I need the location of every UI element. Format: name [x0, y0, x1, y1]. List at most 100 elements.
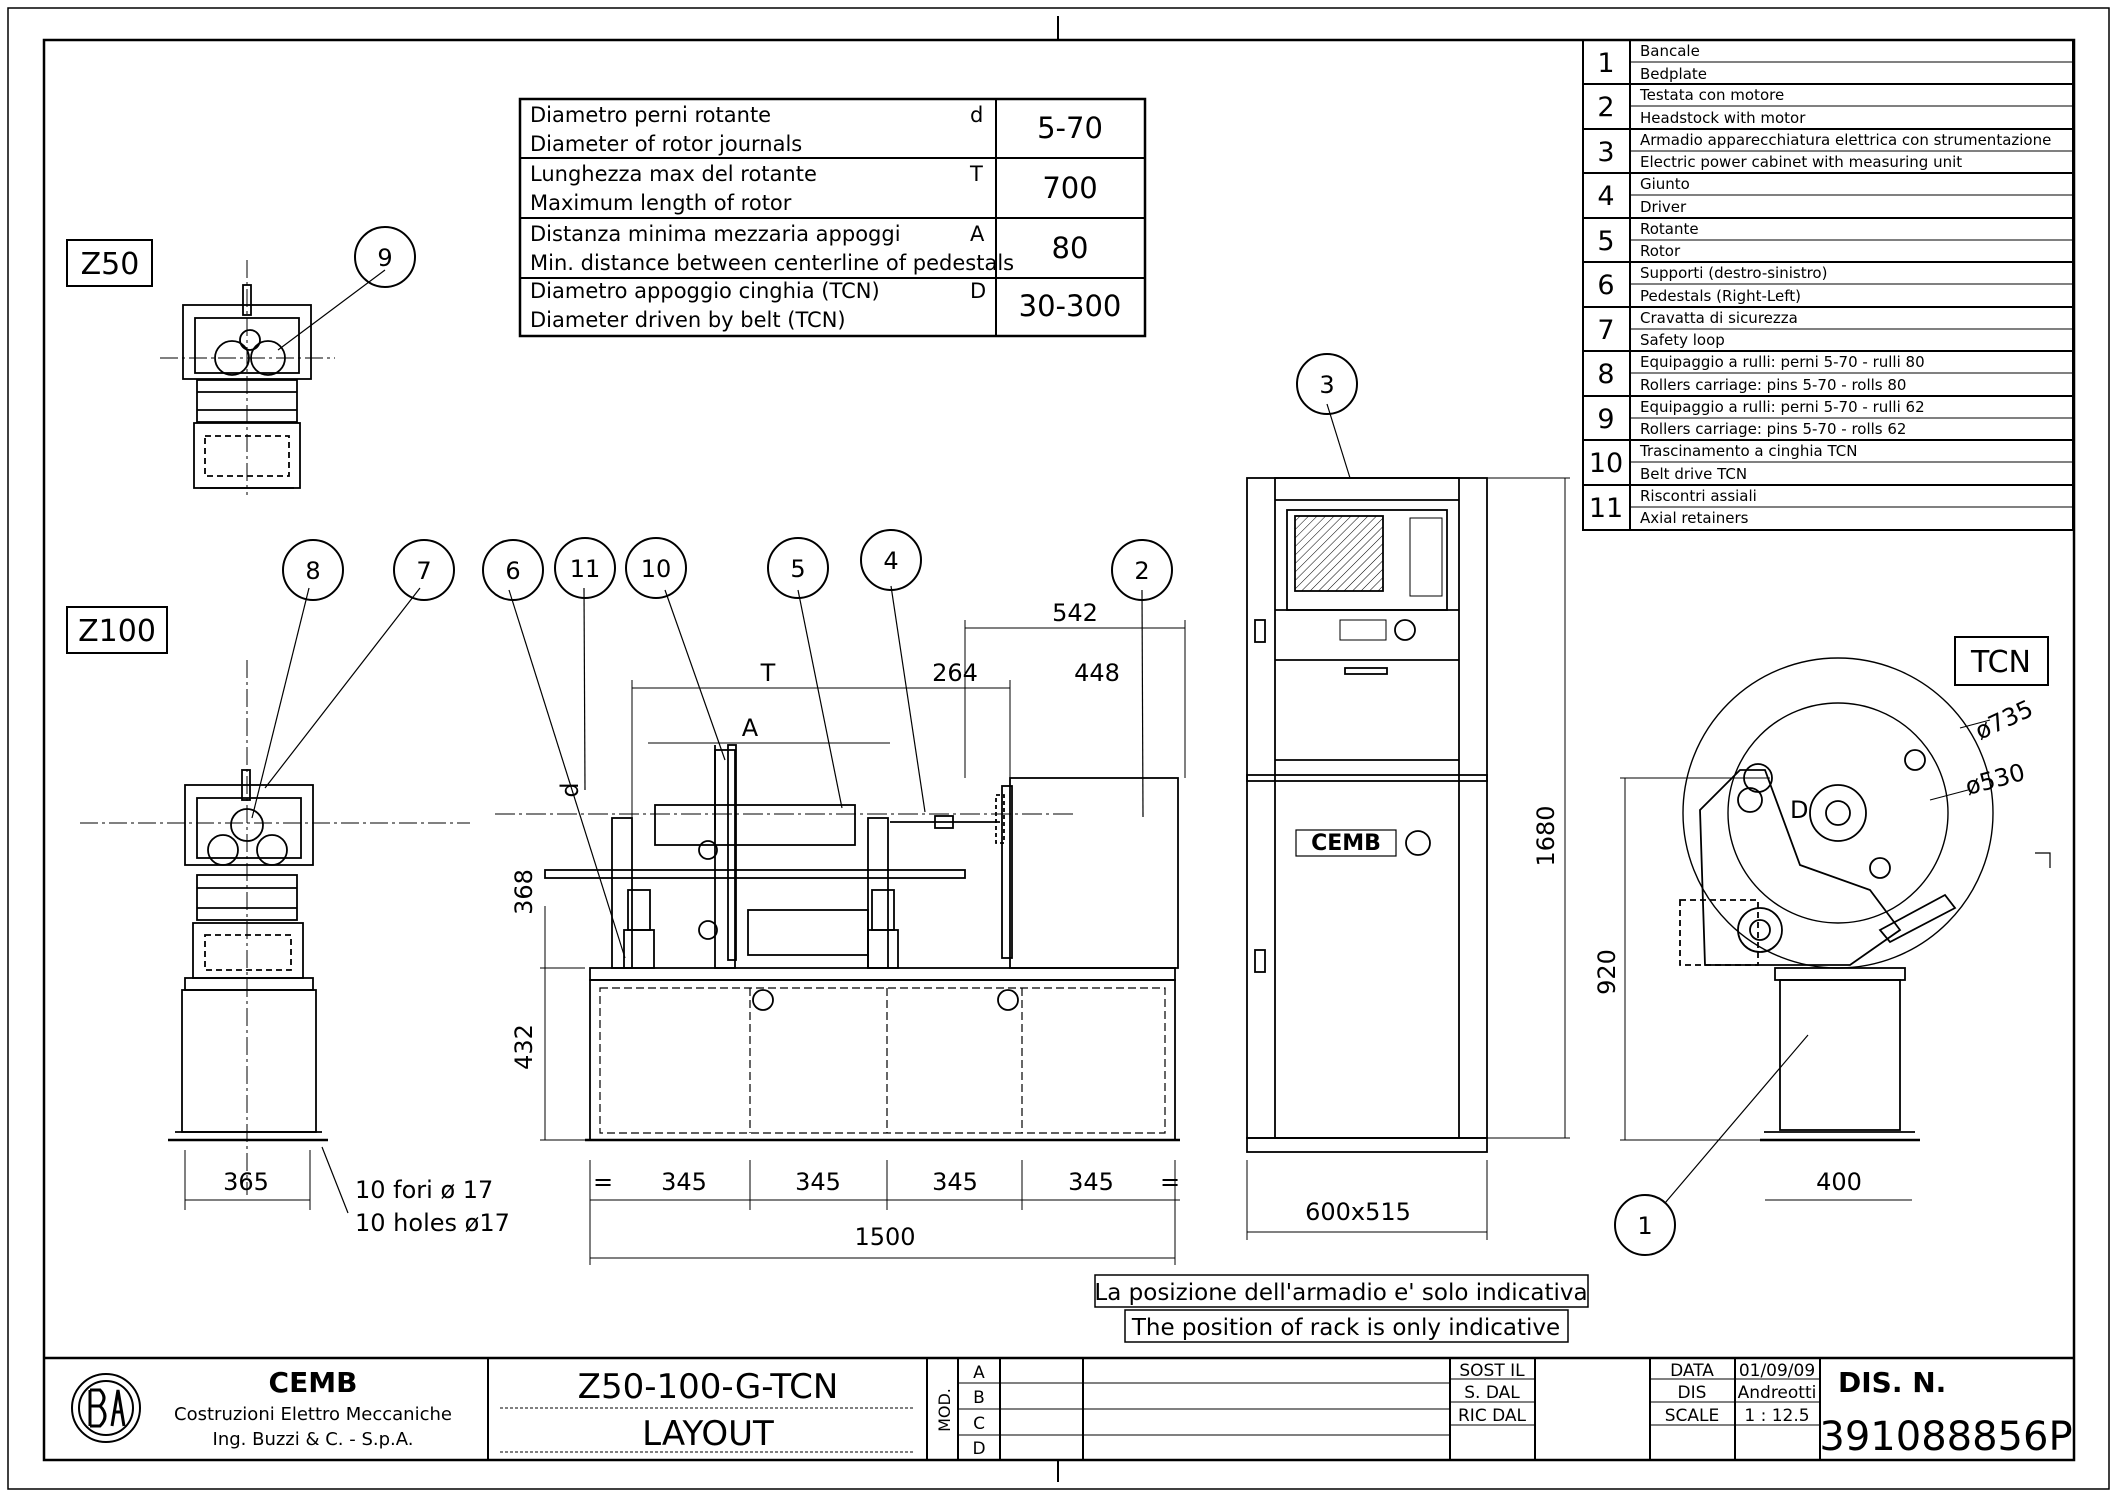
- legend-en-4: Driver: [1640, 198, 1687, 216]
- callout-10: 10: [641, 555, 672, 583]
- legend-num-5: 5: [1597, 226, 1614, 257]
- callout-8: 8: [305, 557, 320, 585]
- callout-leaders: [251, 269, 1809, 1214]
- legend-it-3: Armadio apparecchiatura elettrica con st…: [1640, 131, 2051, 149]
- spec-row3-value: 80: [1052, 231, 1089, 265]
- legend-en-8: Rollers carriage: pins 5-70 - rolls 80: [1640, 376, 1906, 394]
- view-labels: Z50 Z100 TCN: [66, 239, 2049, 686]
- spec-row1-it: Diametro perni rotante: [530, 103, 771, 127]
- legend-num-8: 8: [1597, 359, 1614, 390]
- legend-it-8: Equipaggio a rulli: perni 5-70 - rulli 8…: [1640, 353, 1925, 371]
- dim-345-4: 345: [1068, 1168, 1114, 1196]
- rev-d: D: [972, 1439, 985, 1459]
- z50-view: [160, 260, 335, 495]
- legend-it-11: Riscontri assiali: [1640, 487, 1757, 505]
- dim-920: 920: [1593, 949, 1621, 995]
- dis-n-label: DIS. N.: [1838, 1366, 1946, 1399]
- dim-368: 368: [510, 869, 538, 915]
- callout-1: 1: [1637, 1212, 1652, 1240]
- callout-3: 3: [1319, 371, 1334, 399]
- dim-D: D: [1790, 796, 1808, 824]
- legend-en-1: Bedplate: [1640, 65, 1707, 83]
- legend-en-11: Axial retainers: [1640, 509, 1749, 527]
- dim-600x515: 600x515: [1305, 1198, 1411, 1226]
- holes-en: 10 holes ø17: [355, 1209, 510, 1237]
- legend-num-3: 3: [1597, 137, 1614, 168]
- scale-label: SCALE: [1665, 1406, 1720, 1426]
- legend-it-1: Bancale: [1640, 42, 1700, 60]
- dimension-lines: [184, 620, 1186, 1265]
- legend-num-1: 1: [1597, 48, 1614, 79]
- legend-table: 1 Bancale Bedplate 2 Testata con motore …: [1582, 39, 2074, 531]
- dim-345-3: 345: [932, 1168, 978, 1196]
- dimension-text: 542 264 448 T A d 368 432 1680 920 365 =…: [223, 599, 2037, 1251]
- sost-il-label: SOST IL: [1459, 1361, 1525, 1381]
- dim-345-2: 345: [795, 1168, 841, 1196]
- note-it: La posizione dell'armadio e' solo indica…: [1094, 1280, 1587, 1306]
- legend-en-7: Safety loop: [1640, 331, 1725, 349]
- company-line-2: Ing. Buzzi & C. - S.p.A.: [213, 1429, 414, 1450]
- legend-num-2: 2: [1597, 92, 1614, 123]
- callout-circles: 9 8 7 6 11 10 5 4 2 3 1: [282, 226, 1676, 1256]
- legend-num-6: 6: [1597, 270, 1614, 301]
- legend-num-11: 11: [1589, 493, 1623, 524]
- company-logo: [71, 1373, 141, 1443]
- legend-en-3: Electric power cabinet with measuring un…: [1640, 153, 1962, 171]
- date-value: 01/09/09: [1739, 1361, 1815, 1381]
- legend-num-7: 7: [1597, 315, 1614, 346]
- data-label: DATA: [1670, 1361, 1714, 1381]
- callout-11: 11: [570, 555, 601, 583]
- note-en: The position of rack is only indicative: [1131, 1315, 1560, 1341]
- scale-value: 1 : 12.5: [1744, 1406, 1809, 1426]
- drawing-number: 391088856P: [1819, 1414, 2072, 1460]
- dim-eq-left: =: [593, 1168, 613, 1196]
- legend-en-9: Rollers carriage: pins 5-70 - rolls 62: [1640, 420, 1906, 438]
- electric-cabinet: CEMB: [1246, 477, 1570, 1240]
- rev-c: C: [973, 1414, 985, 1434]
- legend-it-4: Giunto: [1640, 175, 1690, 193]
- dis-label: DIS: [1678, 1383, 1707, 1403]
- dim-1680: 1680: [1532, 805, 1560, 866]
- mod-label: MOD.: [935, 1388, 954, 1432]
- sheet-frame: [7, 7, 2110, 1490]
- dim-A: A: [742, 714, 759, 742]
- designer-value: Andreotti: [1738, 1383, 1817, 1403]
- spec-row2-value: 700: [1042, 171, 1097, 205]
- spec-table: Diametro perni rotante Diameter of rotor…: [518, 97, 1147, 338]
- position-note: La posizione dell'armadio e' solo indica…: [1094, 1274, 1589, 1343]
- title-block: CEMB Costruzioni Elettro Meccaniche Ing.…: [44, 1356, 2074, 1460]
- legend-en-10: Belt drive TCN: [1640, 465, 1747, 483]
- view-label-z50: Z50: [81, 247, 140, 282]
- legend-it-10: Trascinamento a cinghia TCN: [1639, 442, 1857, 460]
- dim-d: d: [556, 782, 584, 797]
- rev-a: A: [973, 1363, 985, 1383]
- callout-7: 7: [416, 557, 431, 585]
- legend-it-5: Rotante: [1640, 220, 1699, 238]
- legend-en-2: Headstock with motor: [1640, 109, 1806, 127]
- view-label-tcn: TCN: [1970, 645, 2031, 680]
- legend-it-7: Cravatta di sicurezza: [1640, 309, 1798, 327]
- callout-6: 6: [505, 557, 520, 585]
- spec-row2-en: Maximum length of rotor: [530, 191, 792, 215]
- legend-num-9: 9: [1597, 404, 1614, 435]
- company-name: CEMB: [269, 1366, 358, 1399]
- dim-dia-735: ø735: [1971, 694, 2038, 745]
- callout-5: 5: [790, 555, 805, 583]
- dim-345-1: 345: [661, 1168, 707, 1196]
- callout-9: 9: [377, 244, 392, 272]
- spec-row1-value: 5-70: [1037, 111, 1103, 145]
- dim-dia-530: ø530: [1962, 758, 2028, 801]
- legend-it-6: Supporti (destro-sinistro): [1640, 264, 1827, 282]
- dim-448: 448: [1074, 659, 1120, 687]
- dim-432: 432: [510, 1024, 538, 1070]
- s-dal-label: S. DAL: [1464, 1383, 1520, 1403]
- cabinet-logo: CEMB: [1311, 831, 1381, 856]
- legend-num-4: 4: [1597, 181, 1614, 212]
- dim-1500: 1500: [854, 1223, 915, 1251]
- spec-row3-sym: A: [970, 222, 985, 246]
- spec-row4-en: Diameter driven by belt (TCN): [530, 308, 846, 332]
- z100-view: [80, 660, 470, 1195]
- spec-row4-sym: D: [970, 279, 986, 303]
- tcn-view: [1620, 657, 2051, 1201]
